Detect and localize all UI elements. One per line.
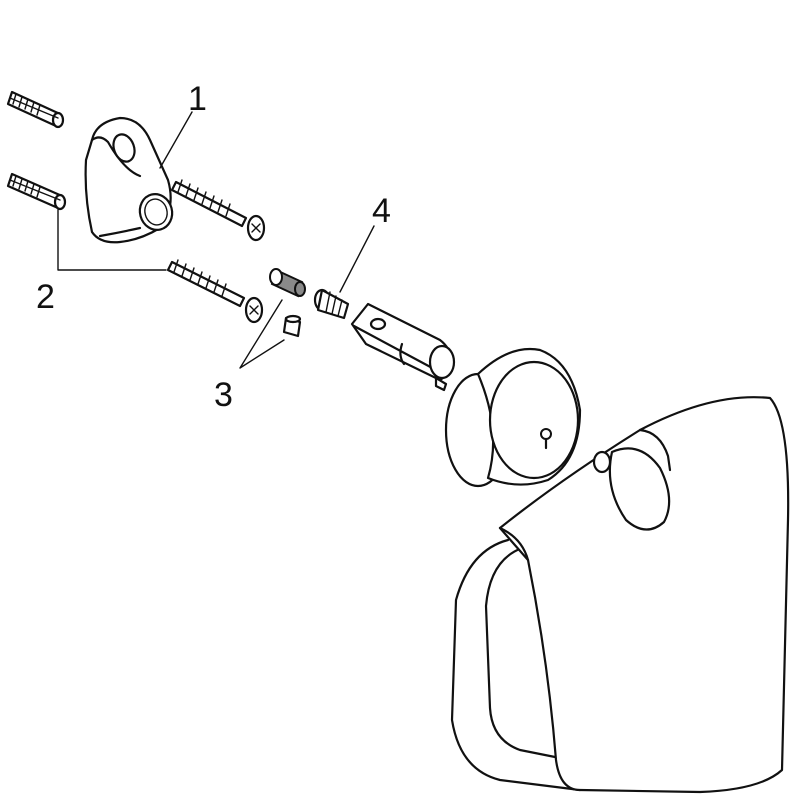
holder-knob: [608, 447, 671, 531]
holder-arm: [450, 538, 582, 792]
screw-upper: [170, 179, 266, 242]
wall-bracket: [84, 116, 174, 244]
rosette: [444, 348, 582, 488]
wall-plug-lower: [6, 172, 67, 211]
grey-plug: [269, 268, 306, 298]
leader-line-3: [239, 299, 285, 369]
roll-holder-assembled: [450, 396, 790, 794]
callout-2: 2: [36, 278, 55, 316]
connector-sleeve: [350, 302, 456, 392]
cover-flap: [498, 396, 790, 794]
leader-line-4: [339, 225, 375, 293]
small-cap: [282, 314, 302, 338]
screw-lower: [166, 259, 264, 324]
leader-line-2: [57, 209, 167, 271]
grub-screw: [313, 288, 350, 320]
leader-line-1: [159, 111, 193, 169]
callout-1: 1: [188, 80, 207, 118]
callout-3: 3: [214, 376, 233, 414]
callout-4: 4: [372, 192, 391, 230]
wall-plug-upper: [6, 90, 65, 129]
